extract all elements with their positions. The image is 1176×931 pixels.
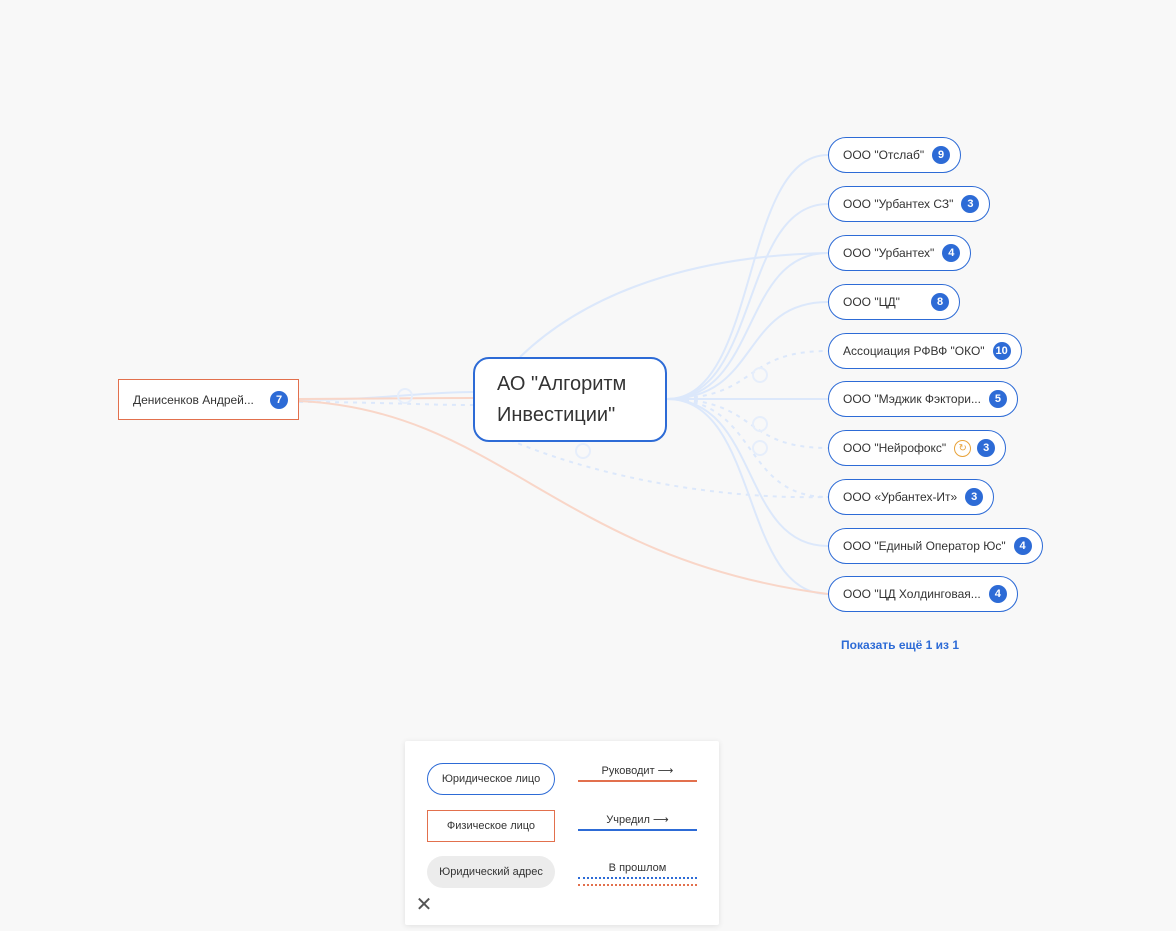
legend-natural-person: Физическое лицо bbox=[427, 810, 555, 842]
relation-edge bbox=[666, 203, 829, 400]
company-name: ООО "Урбантех СЗ" bbox=[843, 197, 954, 211]
company-name: ООО "Отслаб" bbox=[843, 148, 925, 162]
legend-manages: Руководит ⟶ bbox=[578, 764, 697, 782]
legend-past-line bbox=[578, 877, 697, 886]
relation-edge bbox=[666, 398, 829, 449]
person-count-badge: 7 bbox=[270, 390, 288, 409]
count-badge: 4 bbox=[988, 585, 1007, 603]
company-node[interactable]: ООО "Урбантех СЗ" 3 bbox=[828, 186, 991, 222]
edge-marker bbox=[752, 440, 768, 456]
center-name-line1: АО "Алгоритм bbox=[497, 372, 627, 395]
relation-edge bbox=[298, 397, 474, 400]
person-node[interactable]: Денисенков Андрей... 7 bbox=[118, 379, 299, 420]
count-badge: 3 bbox=[977, 439, 996, 457]
relation-edge bbox=[666, 398, 829, 595]
legend-panel: Юридическое лицо Физическое лицо Юридиче… bbox=[405, 741, 719, 925]
relation-edge bbox=[666, 398, 829, 498]
company-node[interactable]: ООО "ЦД Холдинговая... 4 bbox=[828, 576, 1018, 612]
company-name: ООО "Мэджик Фэктори... bbox=[843, 392, 981, 406]
legend-manages-line bbox=[578, 780, 697, 782]
count-badge: 9 bbox=[932, 146, 951, 164]
legend-legal-entity: Юридическое лицо bbox=[427, 763, 555, 795]
legend-manages-label: Руководит ⟶ bbox=[601, 765, 674, 777]
relation-edge bbox=[509, 439, 829, 499]
relation-edge bbox=[666, 301, 829, 400]
company-node[interactable]: ООО "Мэджик Фэктори... 5 bbox=[828, 381, 1018, 417]
count-badge: 4 bbox=[1013, 537, 1032, 555]
person-name: Денисенков Андрей... bbox=[133, 392, 254, 407]
company-name: ООО "Урбантех" bbox=[843, 246, 935, 260]
relation-edge bbox=[666, 350, 829, 400]
relation-edge bbox=[519, 252, 829, 358]
company-name: Ассоциация РФВФ "ОКО" bbox=[843, 344, 985, 358]
relation-edge bbox=[666, 154, 829, 400]
edge-marker bbox=[752, 416, 768, 432]
count-badge: 5 bbox=[988, 390, 1007, 408]
legend-founded-label: Учредил ⟶ bbox=[606, 814, 669, 826]
center-company-node[interactable]: АО "Алгоритм Инвестиции" bbox=[473, 357, 667, 442]
legend-past: В прошлом bbox=[578, 862, 697, 886]
company-node[interactable]: ООО "Отслаб" 9 bbox=[828, 137, 962, 173]
relation-edge bbox=[298, 400, 829, 595]
edge-marker bbox=[752, 367, 768, 383]
relation-edge bbox=[298, 401, 474, 406]
show-more-link[interactable]: Показать ещё 1 из 1 bbox=[841, 638, 960, 652]
count-badge: 8 bbox=[931, 293, 949, 311]
center-company-name: АО "Алгоритм Инвестиции" bbox=[497, 369, 626, 431]
company-name: ООО "Единый Оператор Юс" bbox=[843, 539, 1006, 553]
close-icon[interactable]: ✕ bbox=[415, 894, 433, 916]
company-node[interactable]: ООО "ЦД" 8 bbox=[828, 284, 960, 320]
legend-legal-address: Юридический адрес bbox=[427, 856, 555, 888]
company-node[interactable]: ООО "Урбантех" 4 bbox=[828, 235, 972, 271]
company-name: ООО "ЦД Холдинговая... bbox=[843, 587, 981, 601]
edge-marker bbox=[575, 443, 591, 459]
company-node[interactable]: ООО "Нейрофокс" ↻ 3 bbox=[828, 430, 1007, 466]
count-badge: 3 bbox=[961, 195, 980, 213]
edge-marker bbox=[397, 388, 413, 404]
legend-founded: Учредил ⟶ bbox=[578, 813, 697, 831]
company-node[interactable]: Ассоциация РФВФ "ОКО" 10 bbox=[828, 333, 1022, 369]
relation-edge bbox=[666, 398, 829, 547]
relation-edge bbox=[666, 252, 829, 400]
legend-founded-line bbox=[578, 829, 697, 831]
count-badge: 3 bbox=[965, 488, 984, 506]
count-badge: 10 bbox=[992, 342, 1011, 360]
company-node[interactable]: ООО "Единый Оператор Юс" 4 bbox=[828, 528, 1043, 564]
company-name: ООО "ЦД" bbox=[843, 295, 900, 309]
company-node[interactable]: ООО «Урбантех-Ит» 3 bbox=[828, 479, 995, 515]
center-name-line2: Инвестиции" bbox=[497, 403, 616, 426]
company-name: ООО "Нейрофокс" bbox=[843, 441, 947, 455]
sync-icon: ↻ bbox=[954, 439, 972, 457]
company-name: ООО «Урбантех-Ит» bbox=[843, 490, 958, 504]
legend-past-label: В прошлом bbox=[608, 862, 667, 874]
count-badge: 4 bbox=[942, 244, 961, 262]
